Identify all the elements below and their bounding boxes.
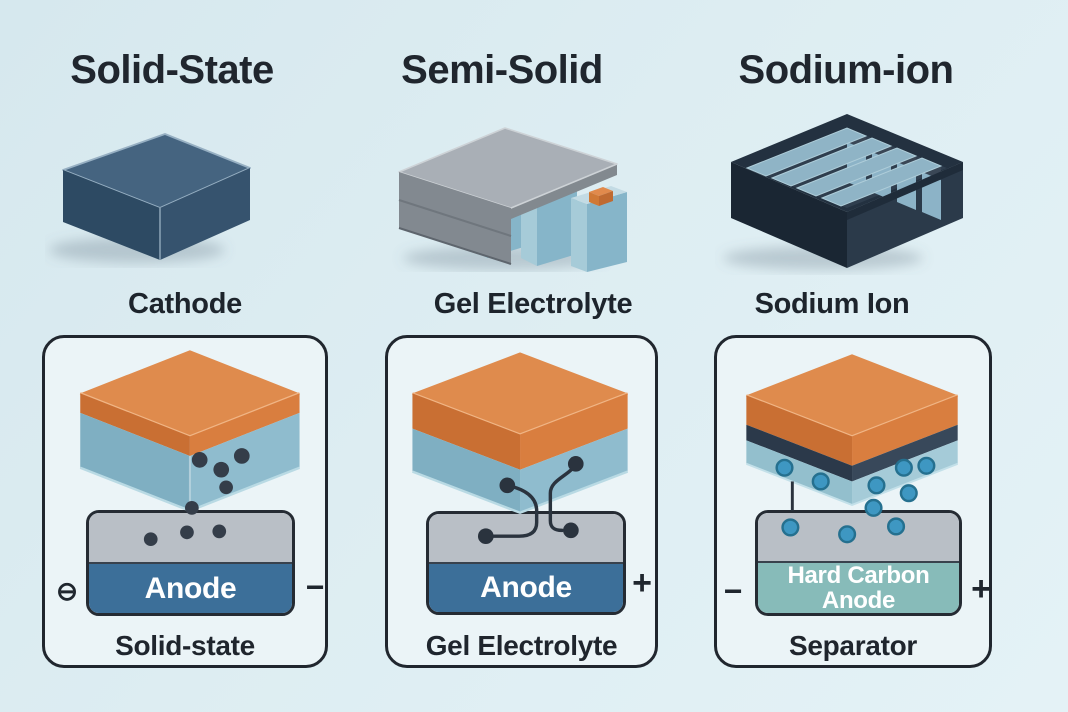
semi-solid-battery-illustration (385, 112, 640, 272)
separator-layer (758, 513, 959, 561)
solid-state-battery-illustration (45, 118, 270, 268)
solid-electrolyte-layer (89, 513, 292, 562)
panel-caption: Separator (788, 630, 918, 661)
minus-symbol: − (723, 573, 743, 609)
column-title-sodium-ion: Sodium-ion (738, 48, 954, 92)
anode-box: Anode (86, 510, 295, 616)
anode-box: Hard Carbon Anode (755, 510, 962, 616)
minus-circle-symbol: ⊖ (56, 576, 78, 606)
tray-left (731, 162, 847, 268)
panel-caption: Solid-state (115, 630, 255, 661)
anode-box: Anode (426, 511, 626, 615)
panel-caption: Gel Electrolyte (425, 630, 618, 661)
component-label-cathode: Cathode (128, 288, 242, 320)
hard-carbon-anode-layer: Hard Carbon Anode (758, 560, 959, 613)
plus-symbol: + (632, 564, 652, 602)
diagram-panel-semi-solid: Anode + Gel Electrolyte (385, 335, 658, 668)
cell-right-face (160, 168, 250, 260)
anode-layer: Anode (429, 562, 623, 612)
plus-symbol: + (971, 570, 991, 608)
diagram-panel-solid-state: Anode ⊖ − Solid-state (42, 335, 328, 668)
column-title-semi-solid: Semi-Solid (401, 48, 603, 92)
cell-left-face (63, 170, 160, 260)
component-label-gel-electrolyte: Gel Electrolyte (433, 288, 633, 320)
diagram-panel-sodium-ion: Hard Carbon Anode − + Separator (714, 335, 992, 668)
component-label-sodium-ion: Sodium Ion (754, 288, 910, 320)
tray-front-rim (847, 162, 963, 220)
gel-electrolyte-layer (429, 514, 623, 562)
anode-layer: Anode (89, 562, 292, 613)
sodium-cells (745, 127, 943, 220)
gel-casing (398, 127, 618, 265)
minus-symbol: − (305, 569, 325, 605)
sodium-ion-battery-illustration (715, 100, 975, 275)
gel-block-illustration (412, 352, 629, 545)
column-title-solid-state: Solid-State (70, 48, 274, 92)
